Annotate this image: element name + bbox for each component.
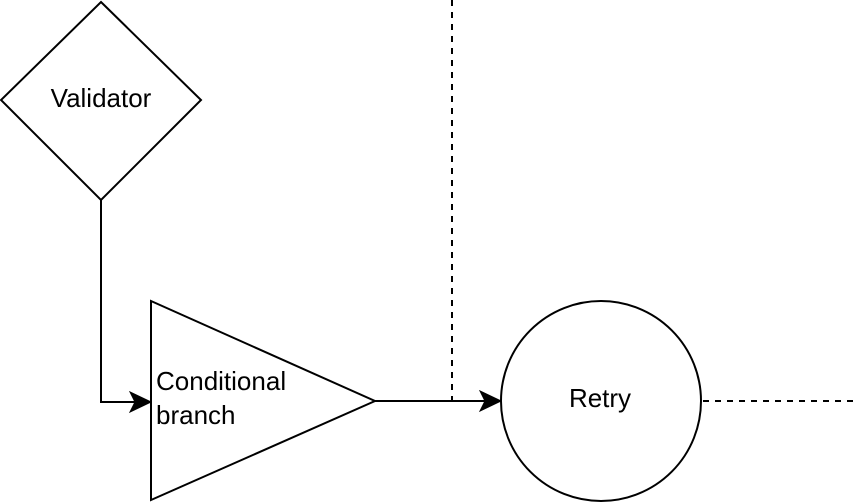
- retry-circle: [500, 300, 702, 502]
- conditional-branch-label-line2: branch: [156, 400, 236, 430]
- edge-conditional-branch-to-retry: [375, 389, 503, 413]
- conditional-branch-triangle: [150, 299, 378, 502]
- conditional-branch-node[interactable]: Conditional branch: [150, 299, 378, 502]
- edge-validator-to-conditional-branch: [100, 200, 153, 414]
- edge-line: [100, 200, 138, 403]
- edge-arrowhead: [128, 390, 153, 414]
- retry-node[interactable]: Retry: [500, 300, 702, 502]
- edge-arrowhead: [478, 389, 503, 413]
- retry-label: Retry: [569, 383, 631, 413]
- validator-diamond: [0, 0, 203, 202]
- validator-label: Validator: [51, 83, 152, 113]
- conditional-branch-label-line1: Conditional: [156, 366, 286, 396]
- validator-node[interactable]: Validator: [0, 0, 203, 202]
